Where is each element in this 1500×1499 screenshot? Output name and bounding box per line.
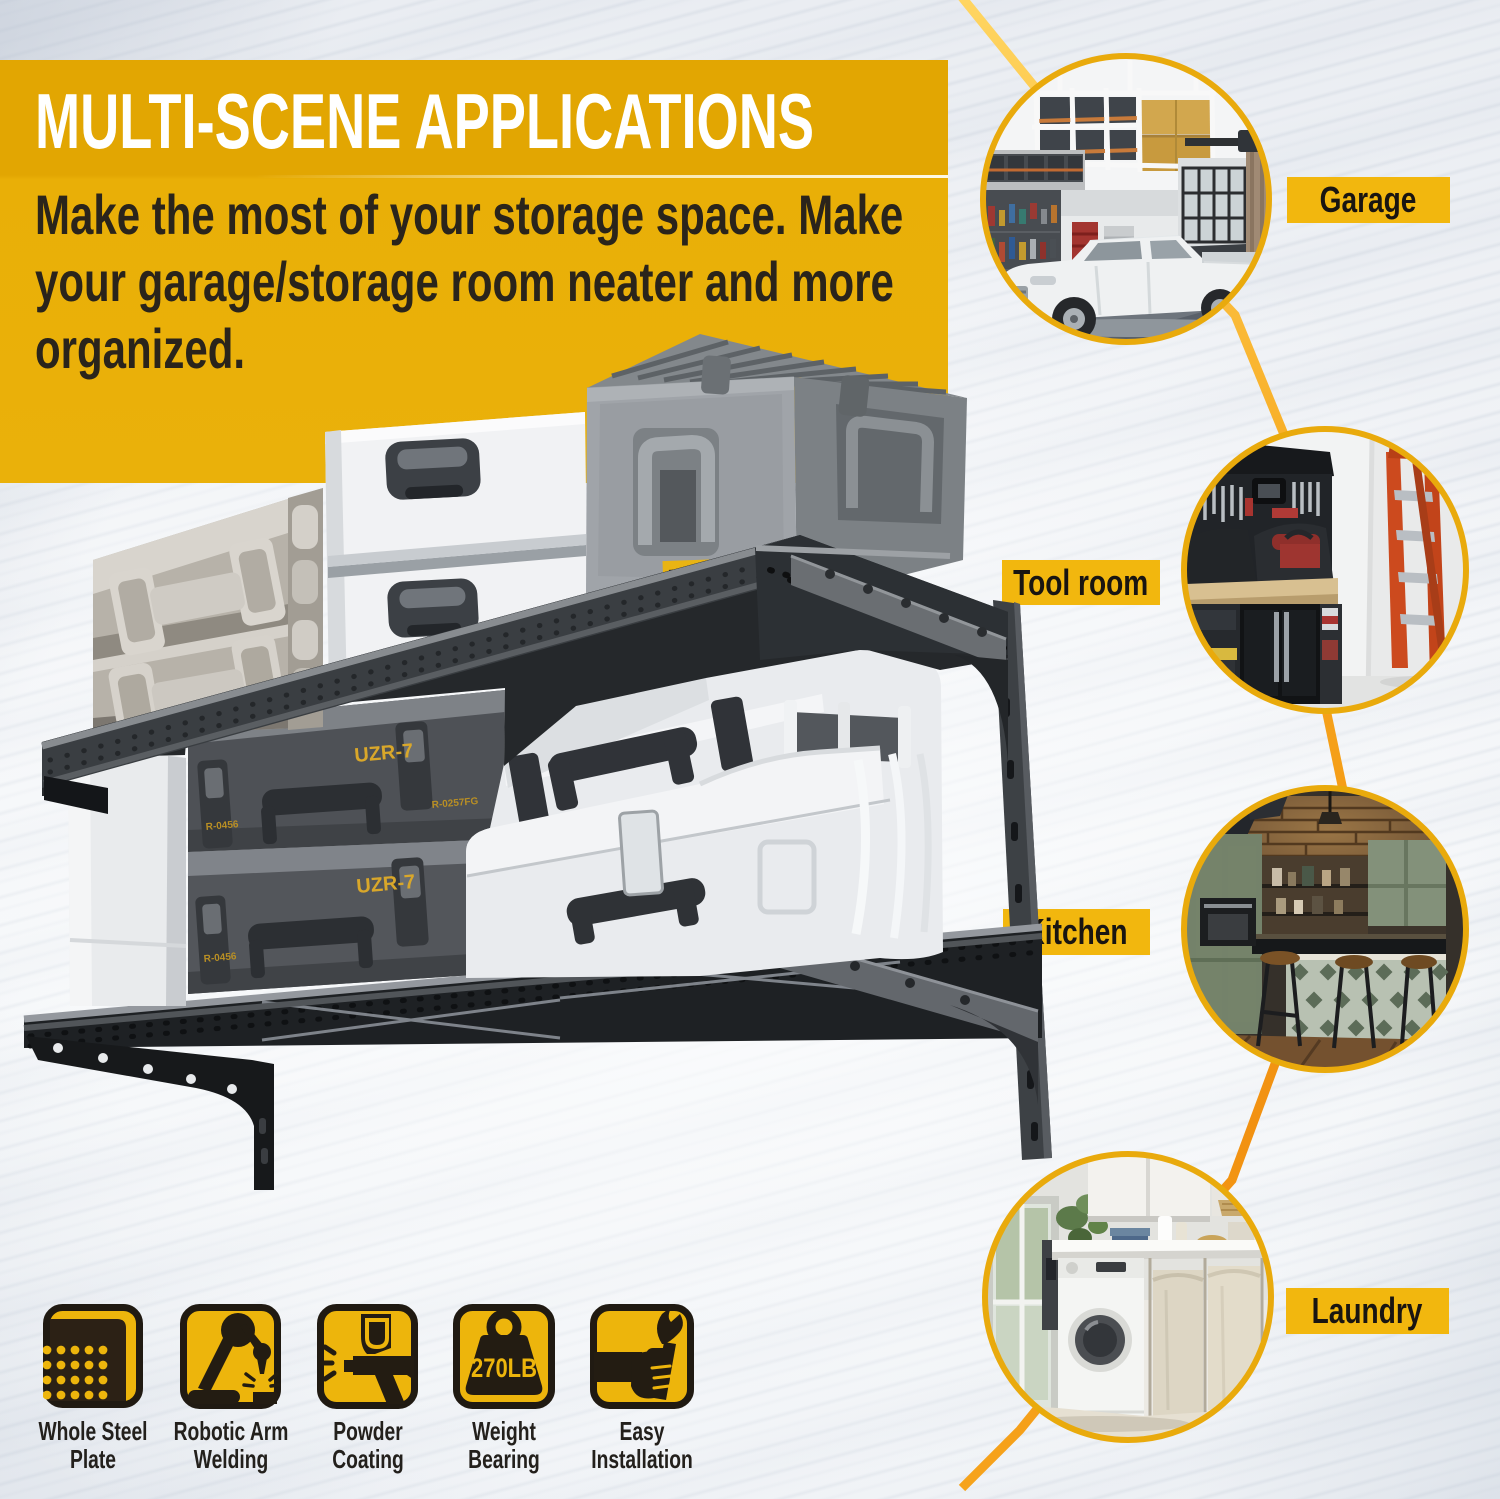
svg-text:R-0456: R-0456 [203,951,237,965]
svg-text:UZR-7: UZR-7 [356,871,417,898]
svg-text:R-0257FG: R-0257FG [431,796,479,811]
svg-text:R-0456: R-0456 [205,819,239,833]
svg-text:UZR-7: UZR-7 [354,740,415,767]
svg-text:270LB: 270LB [471,1353,537,1383]
